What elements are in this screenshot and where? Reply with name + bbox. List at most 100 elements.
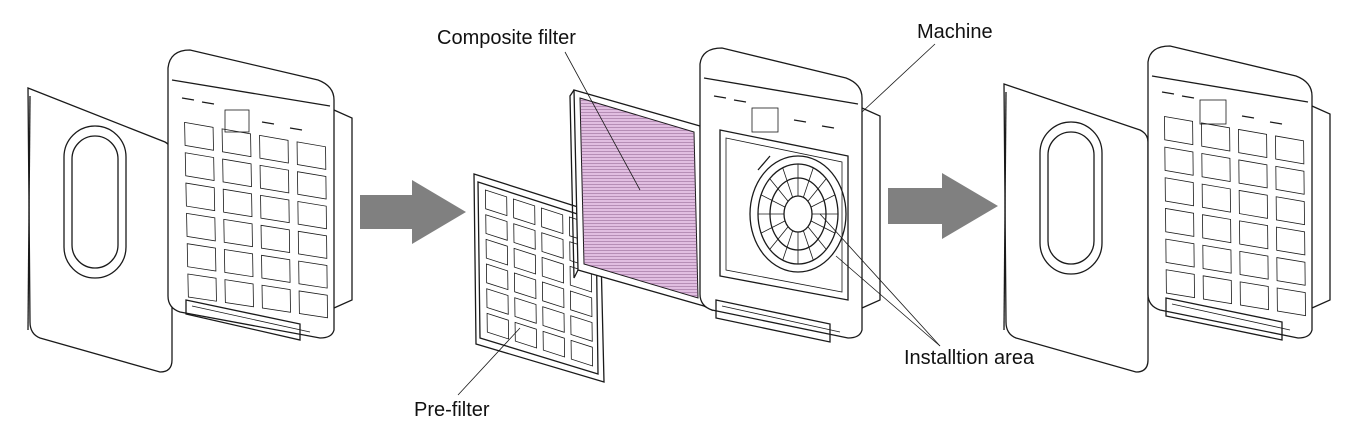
filter-cell [297,230,328,259]
filter-cell [221,128,252,158]
filter-cell [512,198,536,226]
right-arrow-icon [360,180,466,244]
filter-grid-left [184,121,328,319]
leader-line-machine [861,43,936,113]
filter-cell [1164,177,1194,207]
filter-cell [513,247,537,275]
filter-cell [486,288,509,315]
filter-cell [1239,220,1269,250]
filter-cell [570,339,594,367]
filter-cell [1239,250,1269,280]
filter-cell [1165,238,1195,268]
filter-cell [297,171,327,200]
fan-spoke [769,226,789,250]
filter-cell [186,212,216,242]
machine-body-left [167,49,353,341]
filter-cell [187,273,217,302]
filter-cell [484,189,508,217]
filter-cell [259,164,290,194]
fan-spoke [810,220,836,234]
filter-cell [260,194,290,224]
filter-cell [259,134,289,164]
filter-cell [485,263,509,291]
filter-cell [486,312,510,340]
fan-spoke [769,178,789,202]
filter-cell [1238,189,1268,219]
filter-cell [223,249,254,278]
filter-cell [1275,165,1305,195]
filter-cell [1202,214,1232,244]
filter-cell [1276,287,1306,317]
filter-cell [540,207,564,235]
filter-cell [297,201,327,230]
fan-spoke [807,226,827,250]
fan-spoke [782,230,794,261]
filter-cell [1165,269,1195,299]
filter-cell [513,223,536,250]
fan-spoke [807,178,827,202]
filter-cell [298,260,328,289]
filter-cell [1238,128,1268,158]
filter-cell [1238,159,1268,189]
filter-cell [542,306,565,333]
filter-cell [298,290,328,319]
composite-filter-label: Composite filter [437,27,576,49]
filter-cell [1201,153,1231,183]
filter-cell [1201,122,1231,152]
fan-spoke [760,194,786,208]
filter-cell [1201,183,1231,213]
filter-cell [1275,196,1305,226]
fan-spoke [802,167,814,198]
filter-cell [1276,226,1306,256]
filter-cell [541,232,564,259]
filter-cell [1164,115,1194,146]
filter-cell [222,188,253,218]
front-cover-left [27,87,173,373]
filter-cell [513,272,537,300]
filter-cell [569,290,593,318]
filter-cell [184,152,215,181]
filter-cell [514,297,537,324]
filter-cell [570,315,593,342]
filter-cell [261,254,291,283]
filter-cell [485,238,509,266]
filter-cell [1202,275,1232,305]
filter-cell [296,141,327,170]
filter-cell [260,224,291,254]
leader-line-composite [564,51,641,191]
filter-grid-right [1164,115,1306,317]
filter-cell [224,279,254,308]
filter-cell [1276,257,1306,286]
right-arrow-icon [888,173,998,239]
leader-line-prefilter [457,327,521,396]
filter-cell [541,281,565,309]
composite-filter-panel [569,89,713,312]
leader-line-installation-2 [835,255,941,347]
filter-cell [186,243,217,272]
filter-cell [1165,207,1195,237]
filter-cell [223,218,253,248]
fan-spoke [760,220,786,234]
installation-area-label: Installtion area [904,347,1035,369]
filter-cell [485,214,508,241]
fan-spoke [802,230,814,261]
filter-cell [184,121,214,151]
machine-open [699,47,881,343]
leader-line-installation-1 [819,213,941,347]
fan-spoke [782,167,794,198]
filter-cell [222,158,252,188]
machine-label: Machine [917,21,993,43]
filter-cell [542,330,566,358]
filter-cell [1202,244,1232,274]
filter-cell [1275,135,1305,165]
pre-filter-label: Pre-filter [414,399,490,421]
filter-cell [1164,146,1194,176]
filter-cell [541,256,565,284]
filter-cell [185,182,216,212]
filter-cell [514,321,538,349]
filter-cell [261,284,291,313]
front-cover-right [1003,83,1149,373]
filter-cell [1239,281,1269,311]
fan-spoke [810,194,836,208]
